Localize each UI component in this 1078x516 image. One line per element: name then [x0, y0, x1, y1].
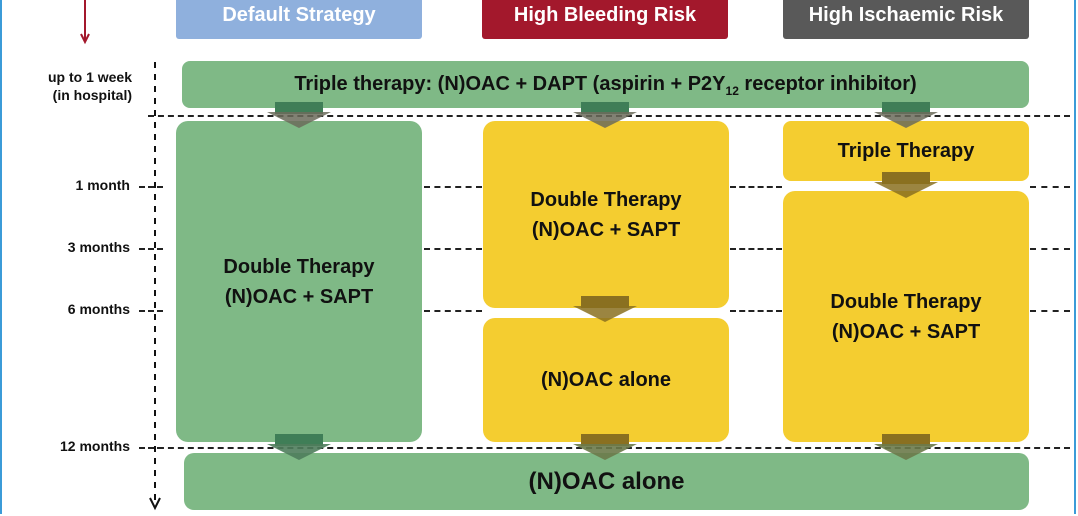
tick-3-months: [139, 248, 163, 250]
arrow-bleeding-week-icon: [573, 102, 637, 128]
time-label-12-months: 12 months: [59, 438, 130, 454]
time-label-1-month: 1 month: [75, 177, 130, 193]
arrow-ischaemic-week-icon: [874, 102, 938, 128]
guide-line-6-months-a: [424, 310, 482, 312]
guide-line-6-months-c: [1030, 310, 1070, 312]
arrow-ischaemic-1-month-icon: [874, 172, 938, 198]
ischaemic-double-therapy-box: Double Therapy (N)OAC + SAPT: [783, 191, 1029, 442]
guide-line-1-month-a: [424, 186, 482, 188]
tick-6-months: [139, 310, 163, 312]
arrow-default-12-months-icon: [267, 434, 331, 460]
arrow-bleeding-12-months-icon: [573, 434, 637, 460]
triple-therapy-week-box: Triple therapy: (N)OAC + DAPT (aspirin +…: [182, 61, 1029, 108]
time-arrow-icon: [80, 0, 90, 45]
time-label-6-months: 6 months: [67, 301, 130, 317]
header-high-ischaemic-risk: High Ischaemic Risk: [783, 0, 1029, 39]
guide-line-3-months-c: [1030, 248, 1070, 250]
arrow-default-week-icon: [267, 102, 331, 128]
timeline-axis: [149, 62, 161, 511]
header-high-bleeding-risk: High Bleeding Risk: [482, 0, 728, 39]
time-label-3-months: 3 months: [67, 239, 130, 255]
guide-line-1-month-c: [1030, 186, 1070, 188]
guide-line-6-months-b: [730, 310, 782, 312]
guide-line-1-month-b: [730, 186, 782, 188]
tick-1-month: [139, 186, 163, 188]
ischaemic-triple-therapy-box: Triple Therapy: [783, 121, 1029, 181]
guide-line-3-months-b: [730, 248, 782, 250]
arrow-bleeding-6-months-icon: [573, 296, 637, 322]
arrow-ischaemic-12-months-icon: [874, 434, 938, 460]
header-default-strategy: Default Strategy: [176, 0, 422, 39]
bleeding-noac-alone-box: (N)OAC alone: [483, 318, 729, 442]
default-double-therapy-box: Double Therapy (N)OAC + SAPT: [176, 121, 422, 442]
time-label-week: up to 1 week (in hospital): [47, 69, 132, 103]
noac-alone-final-box: (N)OAC alone: [184, 453, 1029, 510]
bleeding-double-therapy-box: Double Therapy (N)OAC + SAPT: [483, 121, 729, 308]
guide-line-3-months-a: [424, 248, 482, 250]
